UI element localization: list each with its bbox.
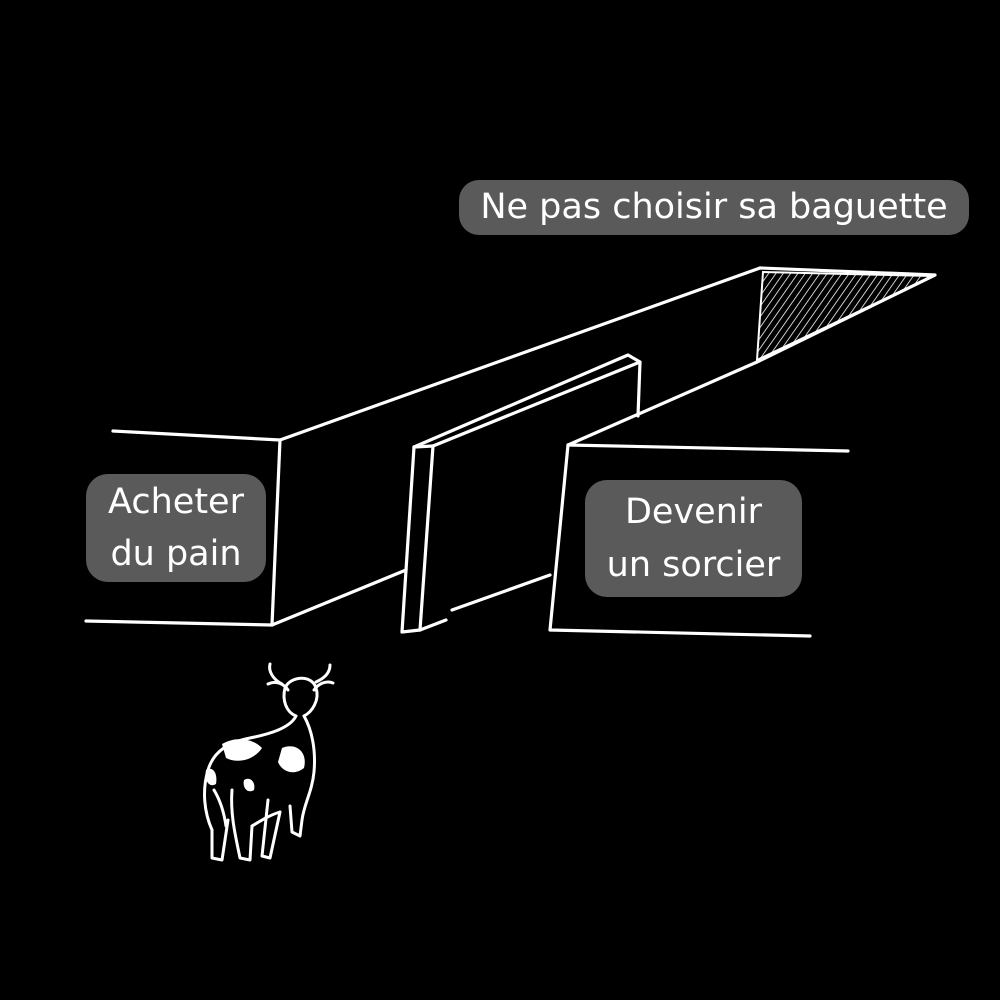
cow-spots — [205, 739, 305, 792]
hatched-tip — [755, 270, 934, 362]
label-acheter-du-pain: Acheter du pain — [86, 474, 266, 582]
middle-slab — [400, 353, 642, 634]
label-devenir-un-sorcier: Devenir un sorcier — [585, 480, 802, 597]
label-ne-pas-choisir-sa-baguette: Ne pas choisir sa baguette — [459, 180, 969, 235]
long-corridor — [566, 266, 937, 447]
right-wall — [450, 443, 850, 638]
left-wall — [84, 266, 762, 627]
cow-icon — [203, 662, 335, 862]
